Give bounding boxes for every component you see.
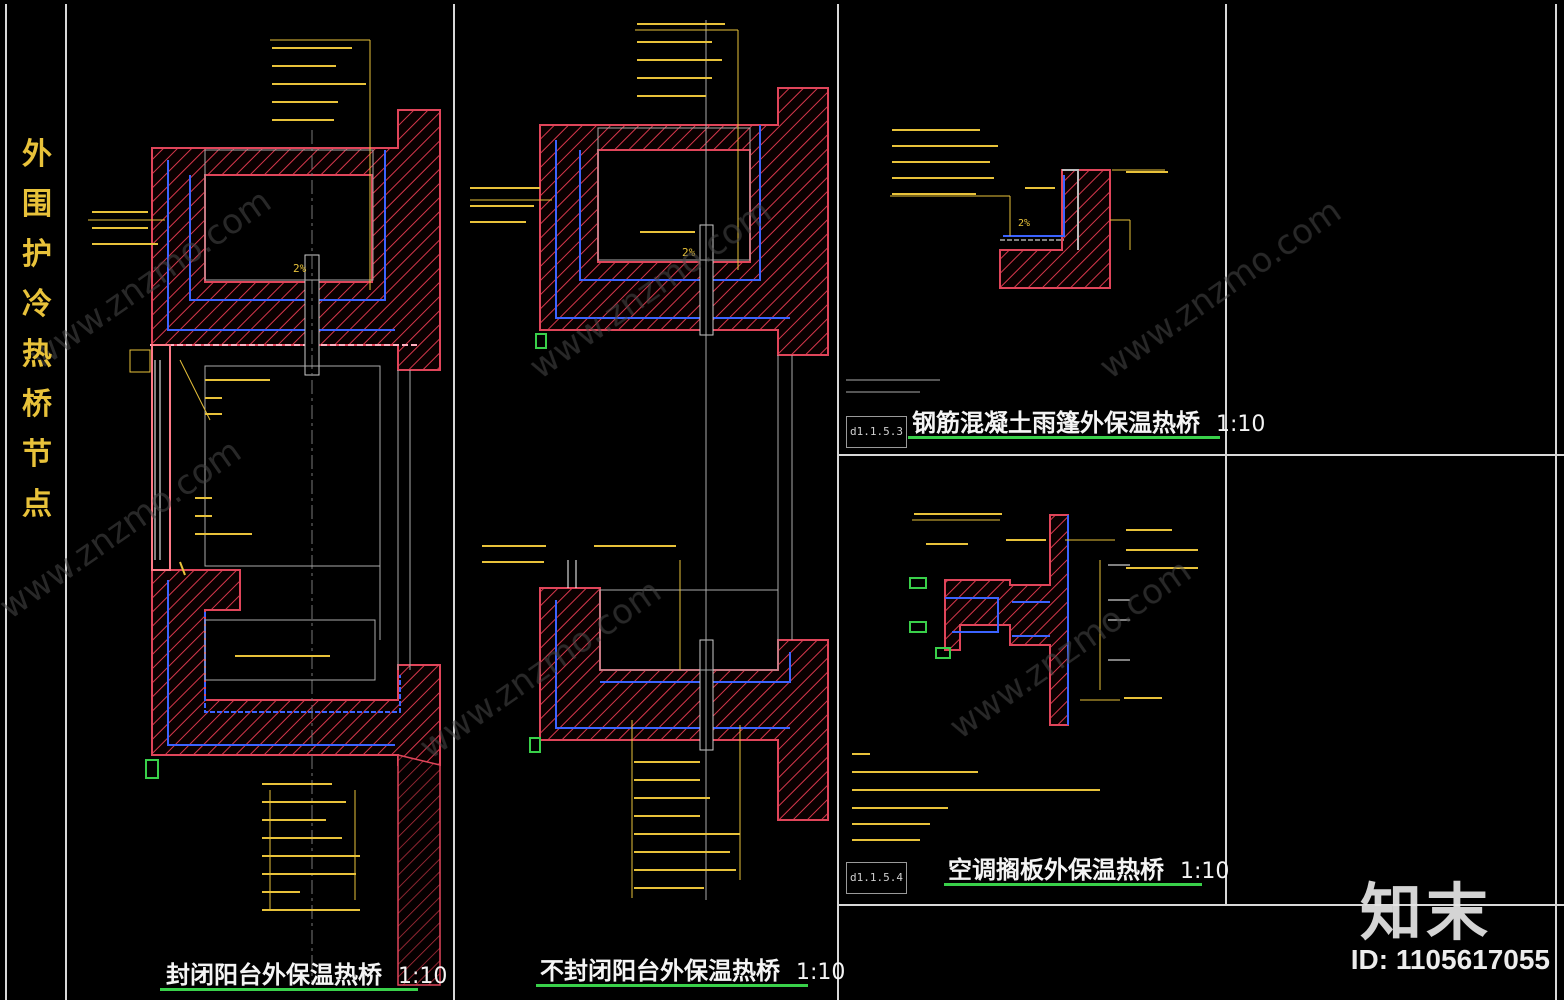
vertical-sheet-title: 外围 护冷 热桥 节点 — [14, 130, 60, 530]
svg-text:www.znzmo.com: www.znzmo.com — [1092, 191, 1348, 387]
image-id-label: ID: 1105617055 — [1350, 944, 1550, 975]
title-ac-board-text: 空调搁板外保温热桥 — [948, 856, 1164, 884]
title-ac-board: 空调搁板外保温热桥 1:10 — [948, 850, 1229, 885]
title-canopy-text: 钢筋混凝土雨篷外保温热桥 — [912, 409, 1200, 437]
title-closed-balcony: 封闭阳台外保温热桥 1:10 — [166, 955, 447, 990]
title-canopy-underline — [908, 436, 1220, 439]
vertical-title-line: 外围 — [22, 137, 52, 222]
title-open-balcony-scale: 1:10 — [796, 960, 846, 985]
title-open-balcony-underline — [536, 984, 808, 987]
slope-closed: 2% — [293, 262, 307, 275]
vertical-title-line: 热桥 — [22, 337, 52, 422]
brand-watermark: 知末 — [1359, 876, 1492, 949]
ref-ac-board-text: d1.1.5.4 — [850, 871, 903, 884]
ref-ac-board: d1.1.5.4 — [846, 862, 907, 894]
vertical-title-line: 护冷 — [22, 237, 52, 322]
sheet-frame — [5, 4, 1564, 1000]
title-ac-board-scale: 1:10 — [1180, 859, 1230, 884]
detail-ac-board — [852, 513, 1198, 841]
detail-canopy: 2% — [846, 129, 1168, 393]
detail-closed-balcony: 2% — [88, 39, 441, 986]
ref-canopy: d1.1.5.3 — [846, 416, 907, 448]
title-canopy-scale: 1:10 — [1216, 412, 1266, 437]
title-open-balcony-text: 不封闭阳台外保温热桥 — [540, 957, 780, 985]
title-closed-balcony-text: 封闭阳台外保温热桥 — [166, 961, 382, 989]
title-canopy: 钢筋混凝土雨篷外保温热桥 1:10 — [912, 403, 1265, 438]
title-closed-balcony-underline — [160, 988, 418, 991]
title-ac-board-underline — [944, 883, 1202, 886]
title-closed-balcony-scale: 1:10 — [398, 964, 448, 989]
ref-canopy-text: d1.1.5.3 — [850, 425, 903, 438]
vertical-title-line: 节点 — [22, 437, 52, 522]
slope-open: 2% — [682, 246, 696, 259]
title-open-balcony: 不封闭阳台外保温热桥 1:10 — [540, 951, 845, 986]
slope-canopy: 2% — [1018, 218, 1030, 229]
detail-open-balcony: 2% — [470, 20, 829, 900]
svg-text:www.znzmo.com: www.znzmo.com — [22, 181, 278, 377]
